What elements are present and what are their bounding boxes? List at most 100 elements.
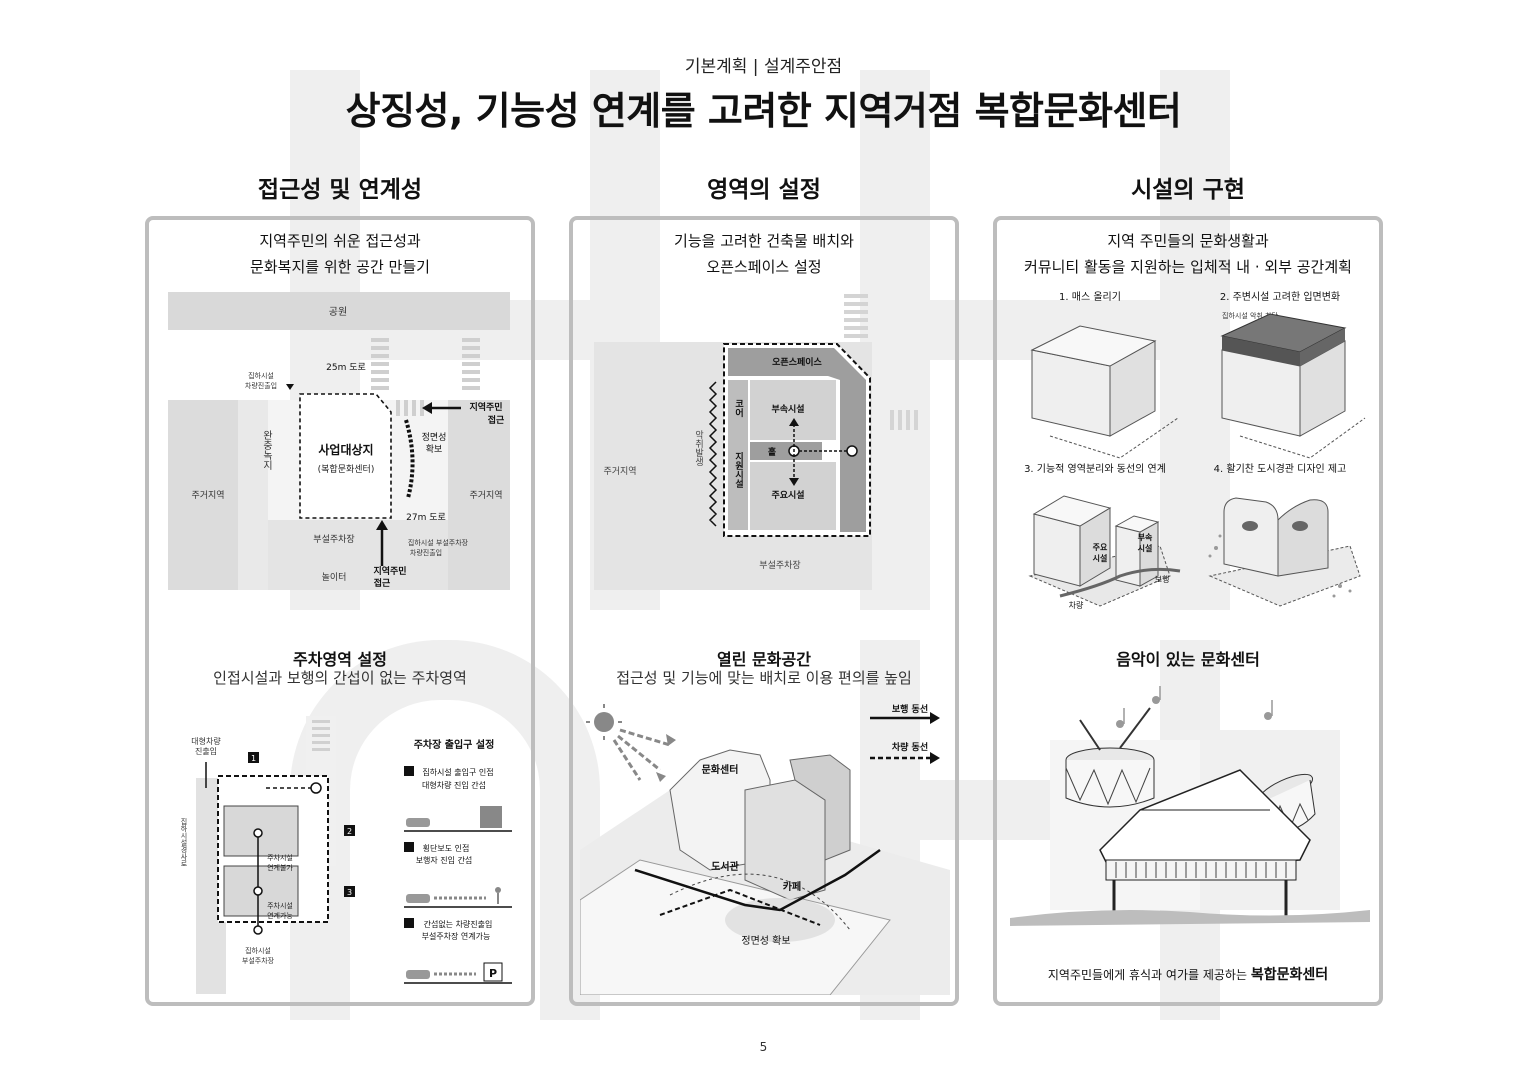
panel-access — [145, 216, 535, 1006]
step1-mass — [1030, 325, 1179, 459]
plan-open-space: 오픈스페이스 — [772, 356, 822, 368]
parking-item1-l2: 대형차량 진입 간섭 — [422, 780, 486, 790]
step4-label: 4. 활기찬 도시경관 디자인 제고 — [1214, 462, 1347, 475]
music-title: 음악이 있는 문화센터 — [1116, 650, 1260, 669]
plan-residential: 주거지역 — [603, 466, 636, 477]
parking-item1-l1: 집하시설 출입구 인접 — [422, 767, 493, 777]
map-site-title: 사업대상지 — [318, 442, 373, 457]
parking-entrance-title: 주차장 출입구 설정 — [414, 738, 495, 751]
map-gathering-parking-l2: 차량진출입 — [410, 548, 442, 557]
map-residential-left: 주거지역 — [191, 490, 224, 501]
piano-icon — [1099, 769, 1311, 916]
access-intro-line1: 지역주민의 쉬운 접근성과 — [259, 232, 421, 250]
diagram-frontality: 정면성 확보 — [741, 935, 790, 947]
parking-link-a-l1: 주차시설 — [267, 853, 293, 862]
caption-prefix: 지역주민들에게 휴식과 여가를 제공하는 — [1047, 968, 1251, 982]
music-note-icon — [1116, 686, 1273, 728]
map-sub-parking: 부설주차장 — [313, 533, 354, 545]
step2-note: 집하시설 악취 차단 — [1222, 311, 1279, 320]
parking-item3-l1: 간섭없는 차량진출입 — [424, 919, 493, 929]
plan-up-arrow-icon — [789, 418, 799, 426]
facility-steps: 1. 매스 올리기 2. 주변시설 고려한 입면변화 집하시설 악취 차단 3.… — [1024, 290, 1366, 610]
legend-car-label: 차량 동선 — [892, 741, 928, 753]
facility-intro: 지역 주민들의 문화생활과 커뮤니티 활동을 지원하는 입체적 내 · 외부 공… — [993, 228, 1383, 280]
diagram-culture-center: 문화센터 — [702, 763, 739, 776]
column-title-access: 접근성 및 연계성 — [257, 177, 423, 203]
svg-text:P: P — [489, 967, 497, 980]
parking-item2-l2: 보행자 진입 간섭 — [416, 855, 473, 865]
column-title-zoning: 영역의 설정 — [707, 177, 821, 203]
step3-mass — [1028, 495, 1181, 607]
parking-link-b-l1: 주차시설 — [267, 901, 293, 910]
facility-intro-line2: 커뮤니티 활동을 지원하는 입체적 내 · 외부 공간계획 — [1024, 258, 1352, 276]
parking-diagram: 대형차량 진출입 1 집하시설경사로 주차시설 연계불가 주차시설 연계가능 집… — [180, 716, 512, 994]
parking-item3-l2: 부설주차장 연계가능 — [422, 931, 491, 941]
map-entry-arrow-icon — [286, 384, 294, 390]
page-number: 5 — [759, 1040, 768, 1054]
plan-core: 코어 — [733, 399, 743, 418]
car-parking-icon: P — [404, 962, 512, 984]
zoning-intro-line1: 기능을 고려한 건축물 배치와 — [674, 232, 854, 250]
map-resident-bottom-l2: 접근 — [374, 577, 391, 589]
map-gathering-entry-l1: 집하시설 — [248, 371, 274, 380]
map-site-sub: (복합문화센터) — [318, 464, 375, 475]
step3-car: 차량 — [1069, 600, 1084, 610]
music-illustration — [1010, 686, 1370, 926]
plan-odor: 악취발생 — [693, 429, 703, 466]
step3-main-l2: 시설 — [1093, 553, 1108, 563]
plan-down-arrow-icon — [789, 478, 799, 486]
parking-marker3: 3 — [347, 888, 352, 897]
map-front-l2: 확보 — [426, 443, 443, 455]
map-front-l1: 정면성 — [422, 432, 447, 443]
map-resident-arrow-icon — [422, 402, 432, 414]
parking-large-vehicle-l2: 진출입 — [195, 746, 217, 756]
map-bottom-arrow-icon — [376, 520, 388, 530]
parking-marker1: 1 — [251, 754, 256, 763]
parking-gathering-road: 집하시설경사로 — [180, 817, 188, 867]
access-intro: 지역주민의 쉬운 접근성과 문화복지를 위한 공간 만들기 — [145, 228, 535, 280]
map-playground: 놀이터 — [322, 572, 347, 583]
parking-item2-l1: 횡단보도 인접 — [423, 843, 470, 853]
watermark-block — [1160, 70, 1230, 610]
map-resident-bottom-l1: 지역주민 — [373, 565, 406, 577]
step1-label: 1. 매스 올리기 — [1059, 291, 1121, 303]
map-resident-l1: 지역주민 — [469, 401, 502, 413]
plan-hall: 홀 — [768, 446, 776, 458]
parking-marker2: 2 — [347, 827, 352, 836]
parking-link-a-l2: 연계불가 — [267, 863, 293, 872]
parking-gathering-sub-l1: 집하시설 — [245, 946, 271, 955]
step4-mass — [1208, 497, 1361, 607]
step3-annex-l2: 시설 — [1138, 543, 1153, 553]
map-park-label: 공원 — [329, 306, 347, 318]
parking-link-b-l2: 연계가능 — [267, 911, 293, 920]
map-residential-right: 주거지역 — [469, 490, 502, 501]
diagram-cafe: 카페 — [783, 880, 801, 893]
parking-large-vehicle-l1: 대형차량 — [191, 736, 221, 746]
sun-icon — [586, 704, 622, 740]
car-truck-icon — [404, 806, 512, 832]
diagram-library: 도서관 — [711, 860, 739, 873]
map-road25-label: 25m 도로 — [326, 363, 366, 373]
step2-mass — [1220, 313, 1366, 459]
access-site-map: 공원 사업대상지 (복합문화센터) 25m 도로 집하시설 차량진출입 정면성 … — [168, 292, 510, 590]
plan-sub-parking: 부설주차장 — [759, 559, 800, 571]
open-space-title: 열린 문화공간 — [717, 650, 811, 669]
zoning-intro-line2: 오픈스페이스 설정 — [706, 258, 822, 276]
open-space-subtitle: 접근성 및 기능에 맞는 배치로 이용 편의를 높임 — [616, 669, 912, 687]
step3-walk: 보행 — [1155, 574, 1170, 584]
parking-title: 주차영역 설정 — [293, 650, 387, 669]
map-resident-l2: 접근 — [488, 414, 505, 426]
open-space-diagram: 문화센터 도서관 카페 정면성 확보 보행 동선 차량 동선 — [580, 703, 950, 995]
parking-subtitle: 인접시설과 보행의 간섭이 없는 주차영역 — [213, 669, 467, 687]
map-buffer-green: 완충녹지 — [261, 430, 273, 471]
access-intro-line2: 문화복지를 위한 공간 만들기 — [250, 258, 430, 276]
document-title: 상징성, 기능성 연계를 고려한 지역거점 복합문화센터 — [345, 89, 1182, 133]
map-gathering-entry-l2: 차량진출입 — [245, 381, 277, 390]
map-gathering-parking-l1: 집하시설 부설주차장 — [408, 538, 469, 547]
car-pedestrian-icon — [404, 887, 512, 908]
step3-annex-l1: 부속 — [1138, 532, 1153, 542]
legend-walk-label: 보행 동선 — [892, 703, 928, 715]
zoning-plan: 주거지역 부설주차장 오픈스페이스 코어 지원시설 부속시설 홀 주요시설 악취… — [594, 294, 918, 590]
zoning-intro: 기능을 고려한 건축물 배치와 오픈스페이스 설정 — [569, 228, 959, 280]
plan-support: 지원시설 — [733, 451, 743, 489]
